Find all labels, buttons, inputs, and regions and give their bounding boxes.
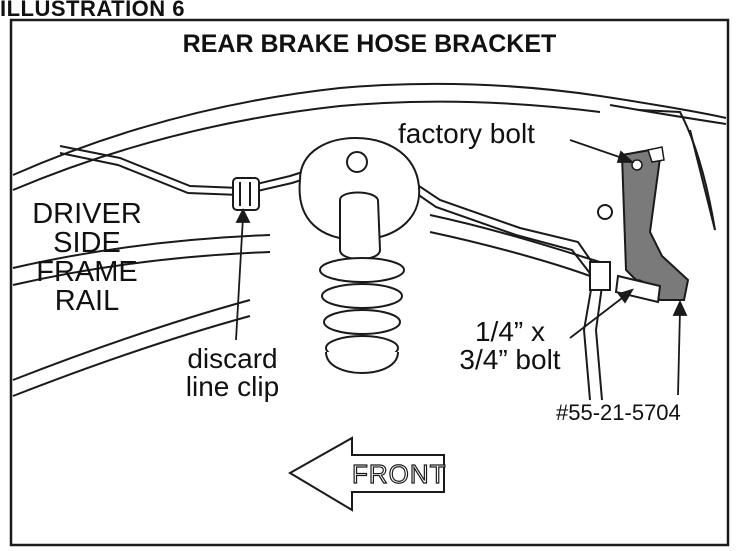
line-clip-line-2: line clip: [185, 371, 280, 402]
frame-rail-line-3: FRAME: [36, 256, 138, 288]
label-part-number: #55-21-5704: [556, 400, 681, 425]
frame-rail: [12, 82, 727, 397]
diagram-title: REAR BRAKE HOSE BRACKET: [182, 30, 557, 58]
front-arrow-shape: [288, 436, 445, 512]
diagram-border: [9, 18, 730, 547]
line-clip-line-1: discard: [187, 343, 278, 374]
illustration-header: ILLUSTRATION 6: [0, 0, 186, 21]
frame-bolt: [597, 204, 613, 220]
brake-hose: [582, 261, 611, 401]
frame-rail-line-4: RAIL: [54, 285, 120, 317]
small-bolt-line-1: 1/4” x: [474, 316, 546, 347]
line-clip-part: [232, 177, 260, 211]
bracket-part: [620, 148, 690, 301]
frame-rail-line-1: DRIVER: [32, 198, 142, 230]
bracket-hole: [631, 159, 643, 171]
label-frame-rail: DRIVER SIDE FRAME RAIL: [22, 200, 152, 316]
label-line-clip: discard line clip: [165, 345, 300, 401]
small-bolt-line-2: 3/4” bolt: [459, 344, 561, 375]
bump-stop: [298, 136, 421, 374]
label-factory-bolt: factory bolt: [398, 118, 535, 149]
hose-fitting: [614, 274, 662, 304]
leader-arrows: [235, 139, 688, 396]
label-small-bolt: 1/4” x 3/4” bolt: [440, 318, 580, 374]
frame-rail-line-2: SIDE: [53, 227, 121, 259]
label-front: FRONT: [351, 459, 447, 489]
bracket-tab: [647, 146, 665, 163]
